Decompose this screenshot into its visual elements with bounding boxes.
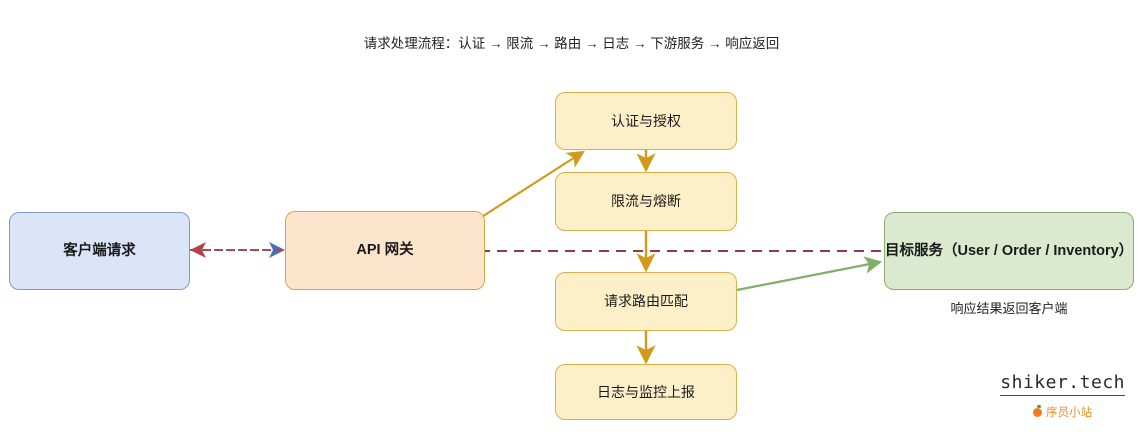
watermark-subtitle-row: 序员小站 (1000, 404, 1125, 420)
node-auth[interactable]: 认证与授权 (555, 92, 737, 150)
node-api-gateway-label: API 网关 (356, 242, 414, 259)
node-logging-monitoring-label: 日志与监控上报 (597, 383, 695, 400)
tangerine-icon (1033, 404, 1043, 417)
node-logging-monitoring[interactable]: 日志与监控上报 (555, 364, 737, 420)
node-rate-limit-label: 限流与熔断 (611, 193, 681, 210)
service-response-note: 响应结果返回客户端 (950, 301, 1068, 316)
watermark: shiker.tech 序员小站 (1000, 372, 1125, 420)
watermark-subtitle-label: 序员小站 (1046, 407, 1093, 419)
node-target-service[interactable]: 目标服务（User / Order / Inventory） (884, 212, 1134, 290)
node-client-request[interactable]: 客户端请求 (9, 212, 190, 290)
node-auth-label: 认证与授权 (611, 112, 681, 129)
node-request-routing-label: 请求路由匹配 (604, 293, 688, 310)
node-api-gateway[interactable]: API 网关 (285, 211, 485, 290)
edge-routing-to-service (736, 256, 883, 292)
node-target-service-label: 目标服务（User / Order / Inventory） (885, 242, 1134, 259)
watermark-domain: shiker.tech (1000, 372, 1125, 396)
node-rate-limit[interactable]: 限流与熔断 (555, 172, 737, 231)
node-client-request-label: 客户端请求 (63, 242, 136, 259)
node-request-routing[interactable]: 请求路由匹配 (555, 272, 737, 331)
diagram-title: 请求处理流程：认证 → 限流 → 路由 → 日志 → 下游服务 → 响应返回 (363, 36, 780, 51)
